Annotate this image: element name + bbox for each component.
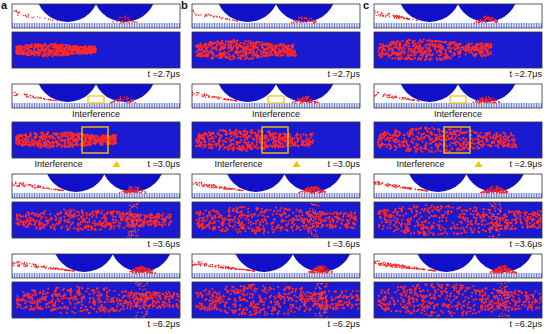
particle xyxy=(455,4,519,22)
bottom-view-panel xyxy=(12,282,180,318)
substrate xyxy=(374,103,542,108)
bottom-view-panel xyxy=(192,32,360,68)
substrate xyxy=(374,273,542,278)
substrate xyxy=(12,103,180,108)
particle xyxy=(281,174,345,192)
time-label: t =6.2μs xyxy=(328,319,360,330)
particle xyxy=(35,4,99,22)
particle xyxy=(463,174,527,192)
panel-letter: b xyxy=(181,0,188,11)
interference-label: Interference xyxy=(215,159,263,170)
top-view-panel xyxy=(12,4,180,28)
interference-label: Interference xyxy=(252,109,300,120)
particle xyxy=(406,174,470,192)
bottom-view-panel xyxy=(374,282,542,318)
snapshot-frame xyxy=(352,0,542,68)
top-view-panel xyxy=(192,84,360,108)
bottom-view-panel xyxy=(12,202,180,238)
panel-letter: c xyxy=(363,0,369,11)
bottom-view-panel xyxy=(12,32,180,68)
snapshot-frame xyxy=(340,128,542,239)
particle xyxy=(224,174,288,192)
snapshot-frame xyxy=(0,38,180,167)
top-view-panel xyxy=(374,84,542,108)
particle xyxy=(414,254,478,272)
snapshot-frame xyxy=(157,208,361,318)
top-view-panel xyxy=(374,4,542,28)
time-label: t =3.0μs xyxy=(328,159,360,170)
substrate xyxy=(192,193,360,198)
interference-box xyxy=(88,96,104,103)
substrate xyxy=(12,273,180,278)
snapshot-frame xyxy=(342,38,542,167)
bottom-view-panel xyxy=(192,282,360,318)
bottom-view-panel xyxy=(374,202,542,238)
particle xyxy=(44,174,108,192)
bottom-view-panel xyxy=(192,202,360,238)
snapshot-frame xyxy=(0,208,181,318)
time-label: t =2.9μs xyxy=(510,159,542,170)
particle xyxy=(35,84,99,102)
interference-arrow xyxy=(293,161,301,167)
interference-box xyxy=(82,127,108,153)
particle xyxy=(273,84,337,102)
time-label: t =3.6μs xyxy=(510,239,542,250)
interference-arrow xyxy=(113,161,121,167)
particle xyxy=(93,84,157,102)
time-label: t =3.0μs xyxy=(148,159,180,170)
time-label: t =2.7μs xyxy=(328,69,360,80)
particle xyxy=(471,254,535,272)
interference-label: Interference xyxy=(72,109,120,120)
snapshot-frame xyxy=(158,128,360,239)
interference-label: Interference xyxy=(35,159,83,170)
top-view-panel xyxy=(12,84,180,108)
time-label: t =2.7μs xyxy=(148,69,180,80)
time-label: t =3.6μs xyxy=(148,239,180,250)
particle xyxy=(397,84,461,102)
snapshot-frame xyxy=(0,0,180,68)
particle xyxy=(215,4,279,22)
top-view-panel xyxy=(192,4,360,28)
time-label: t =3.6μs xyxy=(328,239,360,250)
interference-box xyxy=(444,127,470,153)
substrate xyxy=(12,193,180,198)
time-label: t =6.2μs xyxy=(510,319,542,330)
interference-box xyxy=(450,96,466,103)
particle xyxy=(101,174,165,192)
particle xyxy=(455,84,519,102)
interference-label: Interference xyxy=(434,109,482,120)
bottom-view-panel xyxy=(192,122,360,158)
panel-letter: a xyxy=(1,0,7,11)
snapshot-frame xyxy=(0,128,180,238)
substrate xyxy=(192,103,360,108)
substrate xyxy=(192,23,360,28)
interference-arrow xyxy=(475,161,483,167)
particle xyxy=(109,254,173,272)
time-label: t =2.7μs xyxy=(510,69,542,80)
particle xyxy=(215,84,279,102)
particle xyxy=(52,254,116,272)
bottom-view-panel xyxy=(12,122,180,158)
snapshot-frame xyxy=(160,38,360,167)
particle xyxy=(93,4,157,22)
interference-label: Interference xyxy=(397,159,445,170)
interference-box xyxy=(268,96,284,103)
particle xyxy=(289,254,353,272)
bottom-view-panel xyxy=(374,122,542,158)
interference-box xyxy=(262,127,288,153)
substrate xyxy=(374,193,542,198)
snapshot-frame xyxy=(341,208,543,318)
particle xyxy=(397,4,461,22)
snapshot-frame xyxy=(170,0,360,68)
particle xyxy=(273,4,337,22)
particle xyxy=(232,254,296,272)
substrate xyxy=(192,273,360,278)
time-label: t =6.2μs xyxy=(148,319,180,330)
substrate xyxy=(12,23,180,28)
substrate xyxy=(374,23,542,28)
bottom-view-panel xyxy=(374,32,542,68)
